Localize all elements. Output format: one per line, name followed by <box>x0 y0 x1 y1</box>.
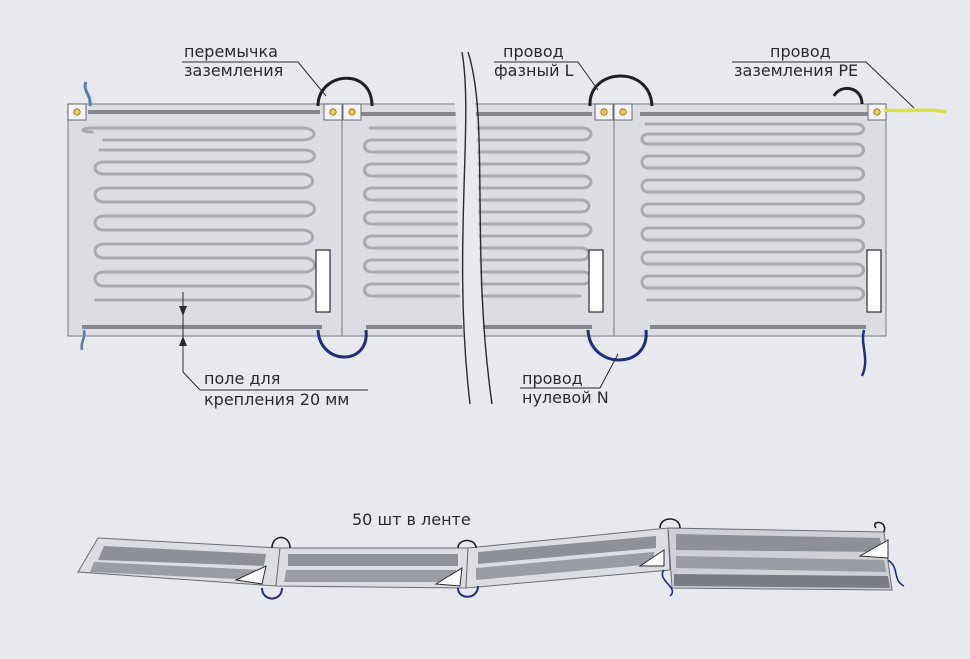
phase-wire <box>588 74 654 107</box>
ground-jumper-wire <box>316 76 374 107</box>
leader-phase-wire <box>494 61 599 91</box>
roll-caption: 50 шт в ленте <box>352 510 471 529</box>
busbar-top-2 <box>360 112 592 116</box>
busbar-bottom-1 <box>82 325 322 329</box>
window-2 <box>588 249 604 313</box>
phase-wire-label: провод фазный L <box>494 42 574 80</box>
window-1 <box>315 249 331 313</box>
heating-cable-3 <box>640 122 865 302</box>
film-roll-illustration <box>77 518 905 600</box>
busbar-bottom-3 <box>650 325 866 329</box>
panel-1 <box>67 103 343 337</box>
ground-wire-label: провод заземления PE <box>734 42 858 80</box>
mount-field-label: поле для крепления 20 мм <box>204 369 349 409</box>
heating-cable-1 <box>81 126 316 302</box>
mount-field-dimension <box>179 292 201 391</box>
busbar-top-3 <box>640 112 868 116</box>
neutral-end-wire <box>860 329 867 377</box>
busbar-top-1 <box>88 110 320 114</box>
leader-ground-wire <box>732 61 915 109</box>
leader-ground-jumper <box>182 61 327 97</box>
left-cable-end <box>83 81 92 107</box>
window-3 <box>866 249 882 313</box>
phase-end-wire <box>832 87 864 105</box>
ground-jumper-label: перемычка заземления <box>184 42 283 80</box>
neutral-wire-2 <box>586 329 648 362</box>
break-band <box>446 51 493 405</box>
ground-wire-pe <box>883 108 947 114</box>
leader-neutral-wire <box>520 353 619 389</box>
neutral-wire-1 <box>316 329 368 359</box>
left-bottom-cable-end <box>80 329 86 351</box>
neutral-wire-label: провод нулевой N <box>522 369 609 407</box>
terminals <box>67 103 887 121</box>
panel-3 <box>613 103 887 337</box>
